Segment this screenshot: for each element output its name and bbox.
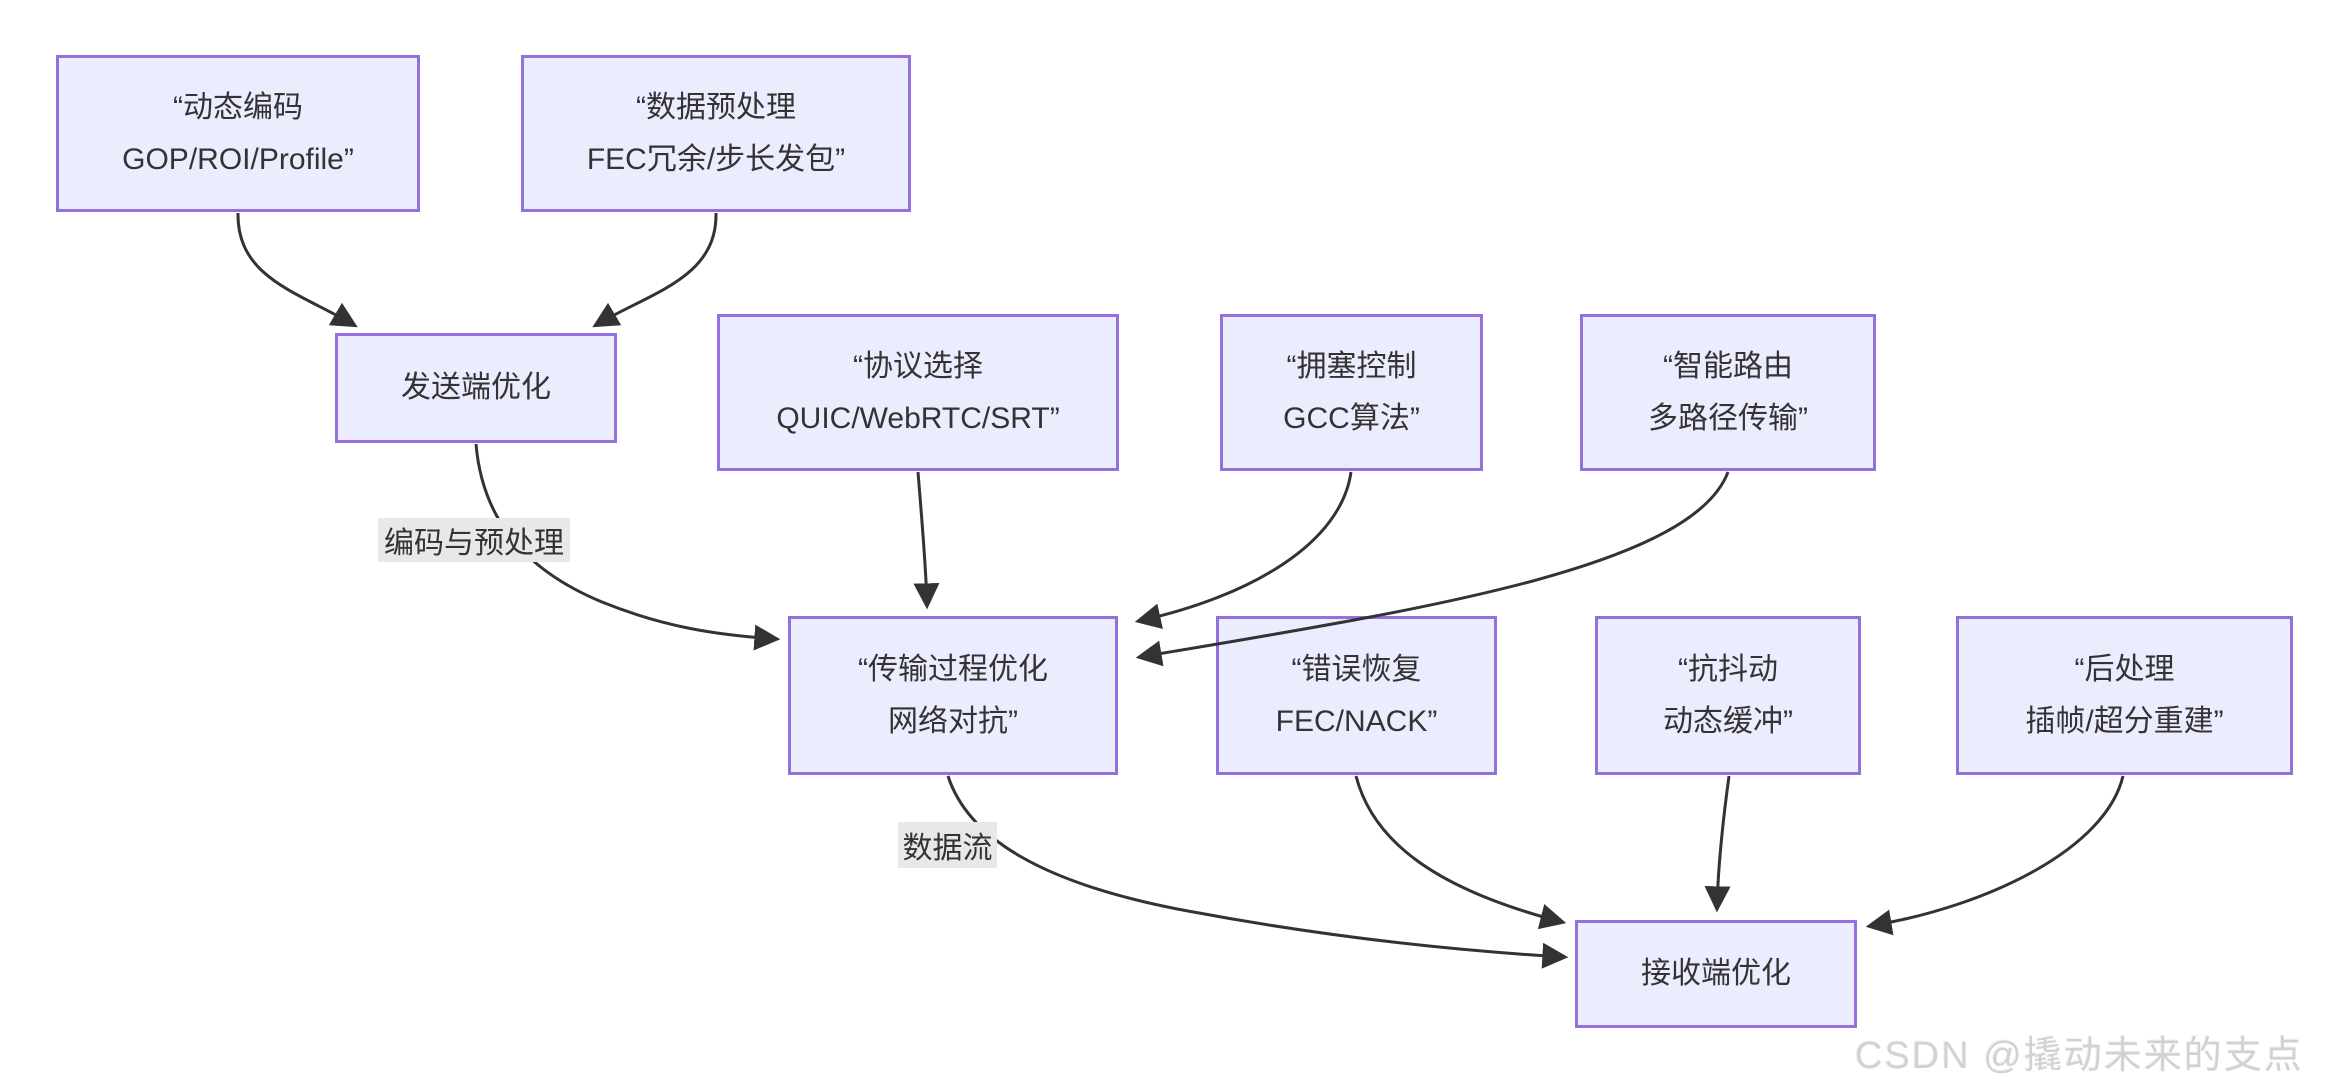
- flow-node-sender-optimization: 发送端优化: [335, 333, 617, 443]
- edge-label: 编码与预处理: [378, 518, 570, 562]
- csdn-watermark: CSDN @撬动未来的支点: [1855, 1035, 2304, 1077]
- node-label-line: FEC/NACK”: [1275, 704, 1438, 738]
- flow-node-protocol-selection: “协议选择 QUIC/WebRTC/SRT”: [717, 314, 1119, 471]
- node-label-line: “智能路由: [1663, 349, 1793, 383]
- node-label-line: FEC冗余/步长发包”: [586, 142, 846, 176]
- node-label-line: “拥塞控制: [1286, 349, 1417, 383]
- flow-node-post-processing: “后处理插帧/超分重建”: [1956, 616, 2293, 775]
- flow-node-smart-routing: “智能路由多路径传输”: [1580, 314, 1876, 471]
- node-label-line: 动态缓冲”: [1663, 704, 1793, 738]
- node-label-line: “后处理: [2074, 652, 2175, 686]
- flow-node-congestion-control: “拥塞控制 GCC算法”: [1220, 314, 1483, 471]
- node-label-line: “协议选择: [853, 349, 983, 383]
- node-label-line: 接收端优化: [1641, 957, 1791, 990]
- flow-node-receiver-optimization: 接收端优化: [1575, 920, 1857, 1028]
- node-label-line: GCC算法”: [1283, 401, 1420, 435]
- node-label-line: GOP/ROI/Profile”: [122, 142, 354, 176]
- node-label-line: 多路径传输”: [1648, 401, 1808, 435]
- edge-label: 数据流: [898, 822, 997, 868]
- node-label-line: 发送端优化: [401, 371, 551, 404]
- node-label-line: “动态编码: [173, 90, 303, 124]
- flow-node-data-preprocessing: “数据预处理 FEC冗余/步长发包”: [521, 55, 911, 212]
- node-label-line: 插帧/超分重建”: [2025, 704, 2224, 738]
- flow-node-transmission-optimization: “传输过程优化网络对抗”: [788, 616, 1118, 775]
- node-label-line: “传输过程优化: [858, 652, 1048, 686]
- node-label-line: QUIC/WebRTC/SRT”: [776, 401, 1060, 435]
- node-label-line: “数据预处理: [636, 90, 796, 124]
- node-label-line: 网络对抗”: [888, 704, 1018, 738]
- flow-node-dynamic-encoding: “动态编码 GOP/ROI/Profile”: [56, 55, 420, 212]
